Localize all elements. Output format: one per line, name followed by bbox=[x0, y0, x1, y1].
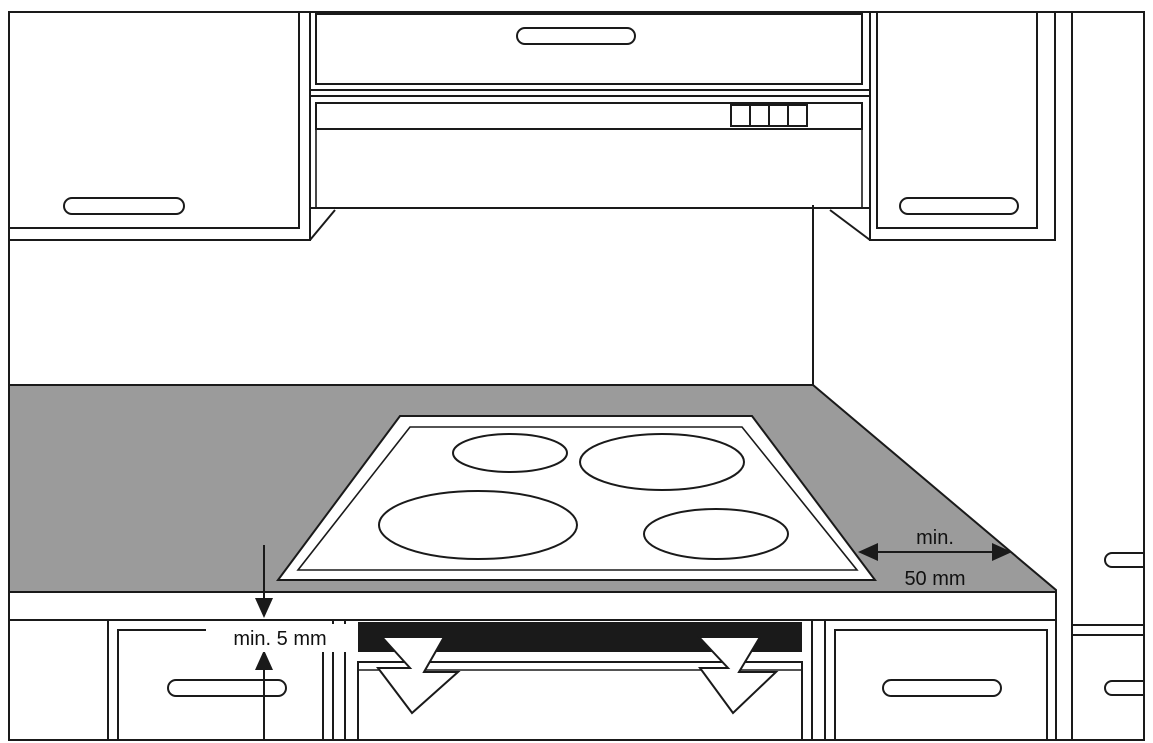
range-hood bbox=[309, 95, 871, 209]
upper-cabinet-center bbox=[310, 13, 870, 91]
side-clearance-dimension: min. 50 mm bbox=[858, 527, 1012, 590]
cooking-zone bbox=[643, 508, 789, 560]
cabinet-handle-icon bbox=[516, 27, 636, 45]
lower-cabinet-right bbox=[824, 620, 1057, 741]
cabinet-handle-icon bbox=[63, 197, 185, 215]
arrow-left-icon bbox=[858, 543, 878, 561]
worktop-front-edge bbox=[8, 591, 1057, 621]
arrow-down-icon bbox=[255, 598, 273, 618]
upper-cabinet-left bbox=[8, 11, 336, 241]
airflow-arrow-icon bbox=[375, 636, 461, 715]
cabinet-handle-icon bbox=[1104, 680, 1144, 696]
upper-cabinet-right bbox=[829, 11, 1056, 241]
cooking-zone bbox=[378, 490, 578, 560]
arrow-right-icon bbox=[992, 543, 1012, 561]
cabinet-handle-icon bbox=[1104, 552, 1144, 568]
side-clearance-label-line2: 50 mm bbox=[904, 568, 965, 590]
cabinet-handle-icon bbox=[167, 679, 287, 697]
cabinet-handle-icon bbox=[882, 679, 1002, 697]
cooking-zone bbox=[579, 433, 745, 491]
airflow-arrows bbox=[375, 636, 779, 715]
airflow-arrow-icon bbox=[696, 636, 779, 715]
cooktop bbox=[276, 415, 877, 581]
arrow-up-icon bbox=[255, 650, 273, 670]
tall-cabinet-right bbox=[1071, 12, 1144, 740]
gap-clearance-dimension: min. 5 mm bbox=[206, 545, 354, 740]
cooking-zone bbox=[452, 433, 568, 473]
gap-clearance-label: min. 5 mm bbox=[233, 628, 326, 650]
lower-cabinet-left bbox=[107, 620, 334, 741]
cabinet-handle-icon bbox=[899, 197, 1019, 215]
side-clearance-label-line1: min. bbox=[916, 527, 954, 549]
